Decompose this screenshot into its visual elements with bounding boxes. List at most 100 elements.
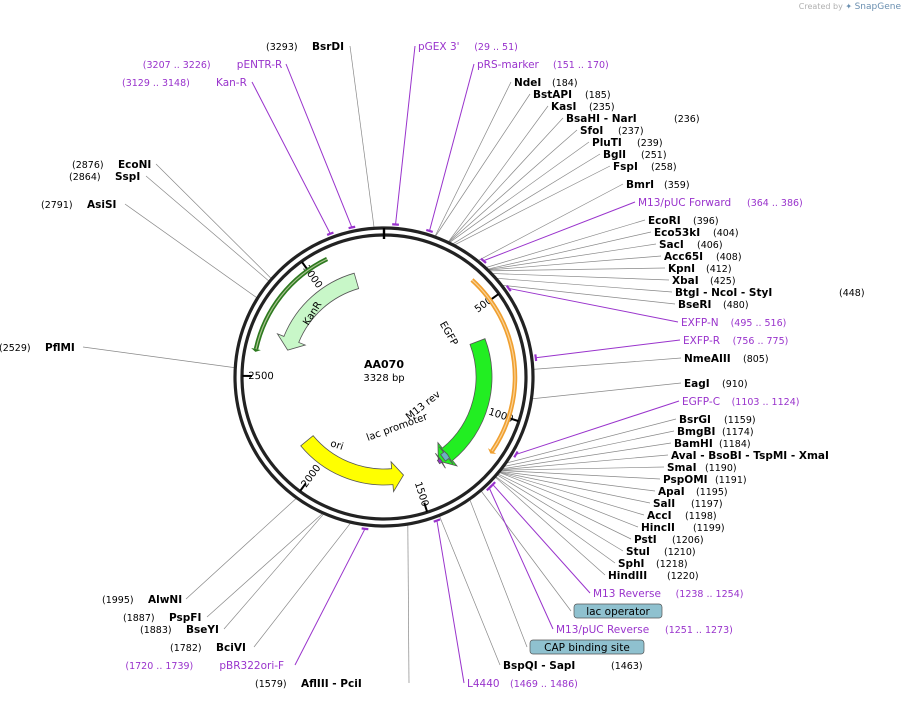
leader-pgex-3 (395, 45, 416, 225)
enzyme-afliii-pcii[interactable]: AflIII - PciI (301, 678, 362, 690)
primer-pgex-3[interactable]: pGEX 3' (418, 41, 460, 53)
enzyme-kpni[interactable]: KpnI (668, 263, 695, 275)
leader-pbr322ori-f (294, 528, 366, 666)
enzyme-pluti[interactable]: PluTI (592, 137, 622, 149)
feature-kanr[interactable] (276, 272, 360, 351)
enzyme-xbai[interactable]: XbaI (672, 275, 699, 287)
primer-kan-r[interactable]: Kan-R (216, 77, 247, 89)
feature-label-lac-promoter: lac promoter (365, 411, 430, 444)
enzyme-bmri[interactable]: BmrI (626, 179, 654, 191)
coord-bseri: (480) (723, 300, 749, 311)
enzyme-nmeaiii[interactable]: NmeAIII (684, 353, 731, 365)
feature-lac-promoter[interactable] (438, 446, 454, 465)
plasmid-center-info: AA070 3328 bp (363, 358, 404, 384)
enzyme-fspi[interactable]: FspI (613, 161, 638, 173)
enzyme-bcivi[interactable]: BciVI (216, 642, 246, 654)
credit-prefix: Created by (798, 2, 843, 11)
coord-sfoi: (237) (618, 126, 644, 137)
enzyme-bstapi[interactable]: BstAPI (533, 89, 572, 101)
enzyme-avai-bsobi-tspmi-xmai[interactable]: AvaI - BsoBI - TspMI - XmaI (671, 450, 829, 462)
primer-m13-reverse[interactable]: M13 Reverse (593, 588, 661, 600)
enzyme-saci[interactable]: SacI (659, 239, 684, 251)
primer-pbr322ori-f[interactable]: pBR322ori-F (219, 660, 284, 672)
leader-sphi (494, 475, 616, 564)
enzyme-kasi[interactable]: KasI (551, 101, 576, 113)
site-labels[interactable]: BsrDI(3293)pGEX 3'(29 .. 51)pENTR-R(3207… (0, 41, 909, 690)
feature-box-cap-binding-site[interactable] (529, 639, 645, 655)
enzyme-sali[interactable]: SalI (653, 498, 675, 510)
enzyme-bamhi[interactable]: BamHI (674, 438, 713, 450)
coord-m13-puc-forward: (364 .. 386) (747, 198, 803, 209)
coord-bcivi: (1782) (170, 643, 202, 654)
coord-bgli: (251) (641, 150, 667, 161)
enzyme-pspomi[interactable]: PspOMI (663, 474, 708, 486)
leader-bsrgi (505, 418, 677, 464)
coord-smai: (1190) (705, 463, 737, 474)
plasmid-size: 3328 bp (363, 373, 404, 384)
enzyme-psti[interactable]: PstI (634, 534, 657, 546)
enzyme-sspi[interactable]: SspI (115, 171, 140, 183)
label-leader-lines (82, 45, 682, 684)
primer-m13-puc-forward[interactable]: M13/pUC Forward (638, 197, 731, 209)
enzyme-econi[interactable]: EcoNI (118, 159, 151, 171)
feature-egfp[interactable] (437, 338, 493, 467)
primer-egfp-c[interactable]: EGFP-C (682, 396, 720, 408)
primer-pentr-r[interactable]: pENTR-R (237, 59, 283, 71)
coord-bsrgi: (1159) (724, 415, 756, 426)
feature-box-lac-operator[interactable] (573, 603, 663, 619)
enzyme-sfoi[interactable]: SfoI (580, 125, 603, 137)
coord-egfp-c: (1103 .. 1124) (732, 397, 800, 408)
leader-afliii-pcii (407, 524, 410, 684)
leader-m13-puc-reverse (488, 487, 554, 630)
leader-fspi (453, 165, 611, 246)
enzyme-alwni[interactable]: AlwNI (148, 594, 182, 606)
enzyme-eagi[interactable]: EagI (684, 378, 710, 390)
leader-avai-bsobi-tspmi-xmai (500, 454, 669, 471)
primer-mark-1262 (486, 484, 493, 492)
enzyme-bsrdi[interactable]: BsrDI (312, 41, 344, 53)
primer-exfp-r[interactable]: EXFP-R (683, 335, 720, 347)
primer-l4440[interactable]: L4440 (467, 678, 500, 690)
tick-1500 (423, 502, 429, 513)
enzyme-bsrgi[interactable]: BsrGI (679, 414, 711, 426)
primer-prs-marker[interactable]: pRS-marker (477, 59, 540, 71)
enzyme-apai[interactable]: ApaI (658, 486, 685, 498)
enzyme-bgli[interactable]: BglI (603, 149, 626, 161)
feature-ori[interactable] (300, 435, 405, 493)
primer-mark-765 (534, 354, 538, 362)
enzyme-ecori[interactable]: EcoRI (648, 215, 681, 227)
enzyme-bsahi-nari[interactable]: BsaHI - NarI (566, 113, 637, 125)
enzyme-bmgbi[interactable]: BmgBI (677, 426, 715, 438)
enzyme-btgi-ncoi-styi[interactable]: BtgI - NcoI - StyI (675, 287, 772, 299)
enzyme-sphi[interactable]: SphI (618, 558, 644, 570)
primer-m13-puc-reverse[interactable]: M13/pUC Reverse (556, 624, 649, 636)
coord-ecori: (396) (693, 216, 719, 227)
coord-hincii: (1199) (693, 523, 725, 534)
plasmid-backbone[interactable] (233, 226, 535, 528)
leader-apai (499, 470, 656, 492)
enzyme-ndei[interactable]: NdeI (514, 77, 541, 89)
enzyme-bseyi[interactable]: BseYI (186, 624, 219, 636)
leader-prs-marker (429, 63, 475, 232)
snapgene-credit: Created by ✦ SnapGene (799, 2, 901, 12)
enzyme-eco53ki[interactable]: Eco53kI (654, 227, 700, 239)
primer-exfp-n[interactable]: EXFP-N (681, 317, 719, 329)
leader-bseri (501, 284, 676, 305)
enzyme-bspqi-sapi[interactable]: BspQI - SapI (503, 660, 575, 672)
leader-kasi (447, 105, 549, 243)
enzyme-bseri[interactable]: BseRI (678, 299, 711, 311)
enzyme-acc65i[interactable]: Acc65I (664, 251, 703, 263)
primer-mark-1477 (433, 518, 441, 523)
enzyme-smai[interactable]: SmaI (667, 462, 697, 474)
enzyme-asisi[interactable]: AsiSI (87, 199, 116, 211)
enzyme-hincii[interactable]: HincII (641, 522, 675, 534)
coord-stui: (1210) (664, 547, 696, 558)
enzyme-stui[interactable]: StuI (626, 546, 650, 558)
feature-m13-rev[interactable] (435, 453, 446, 469)
enzyme-pspfi[interactable]: PspFI (169, 612, 201, 624)
enzyme-acci[interactable]: AccI (647, 510, 671, 522)
enzyme-hindiii[interactable]: HindIII (608, 570, 647, 582)
leader-nmeaiii (532, 357, 682, 370)
enzyme-pflmi[interactable]: PflMI (45, 342, 75, 354)
